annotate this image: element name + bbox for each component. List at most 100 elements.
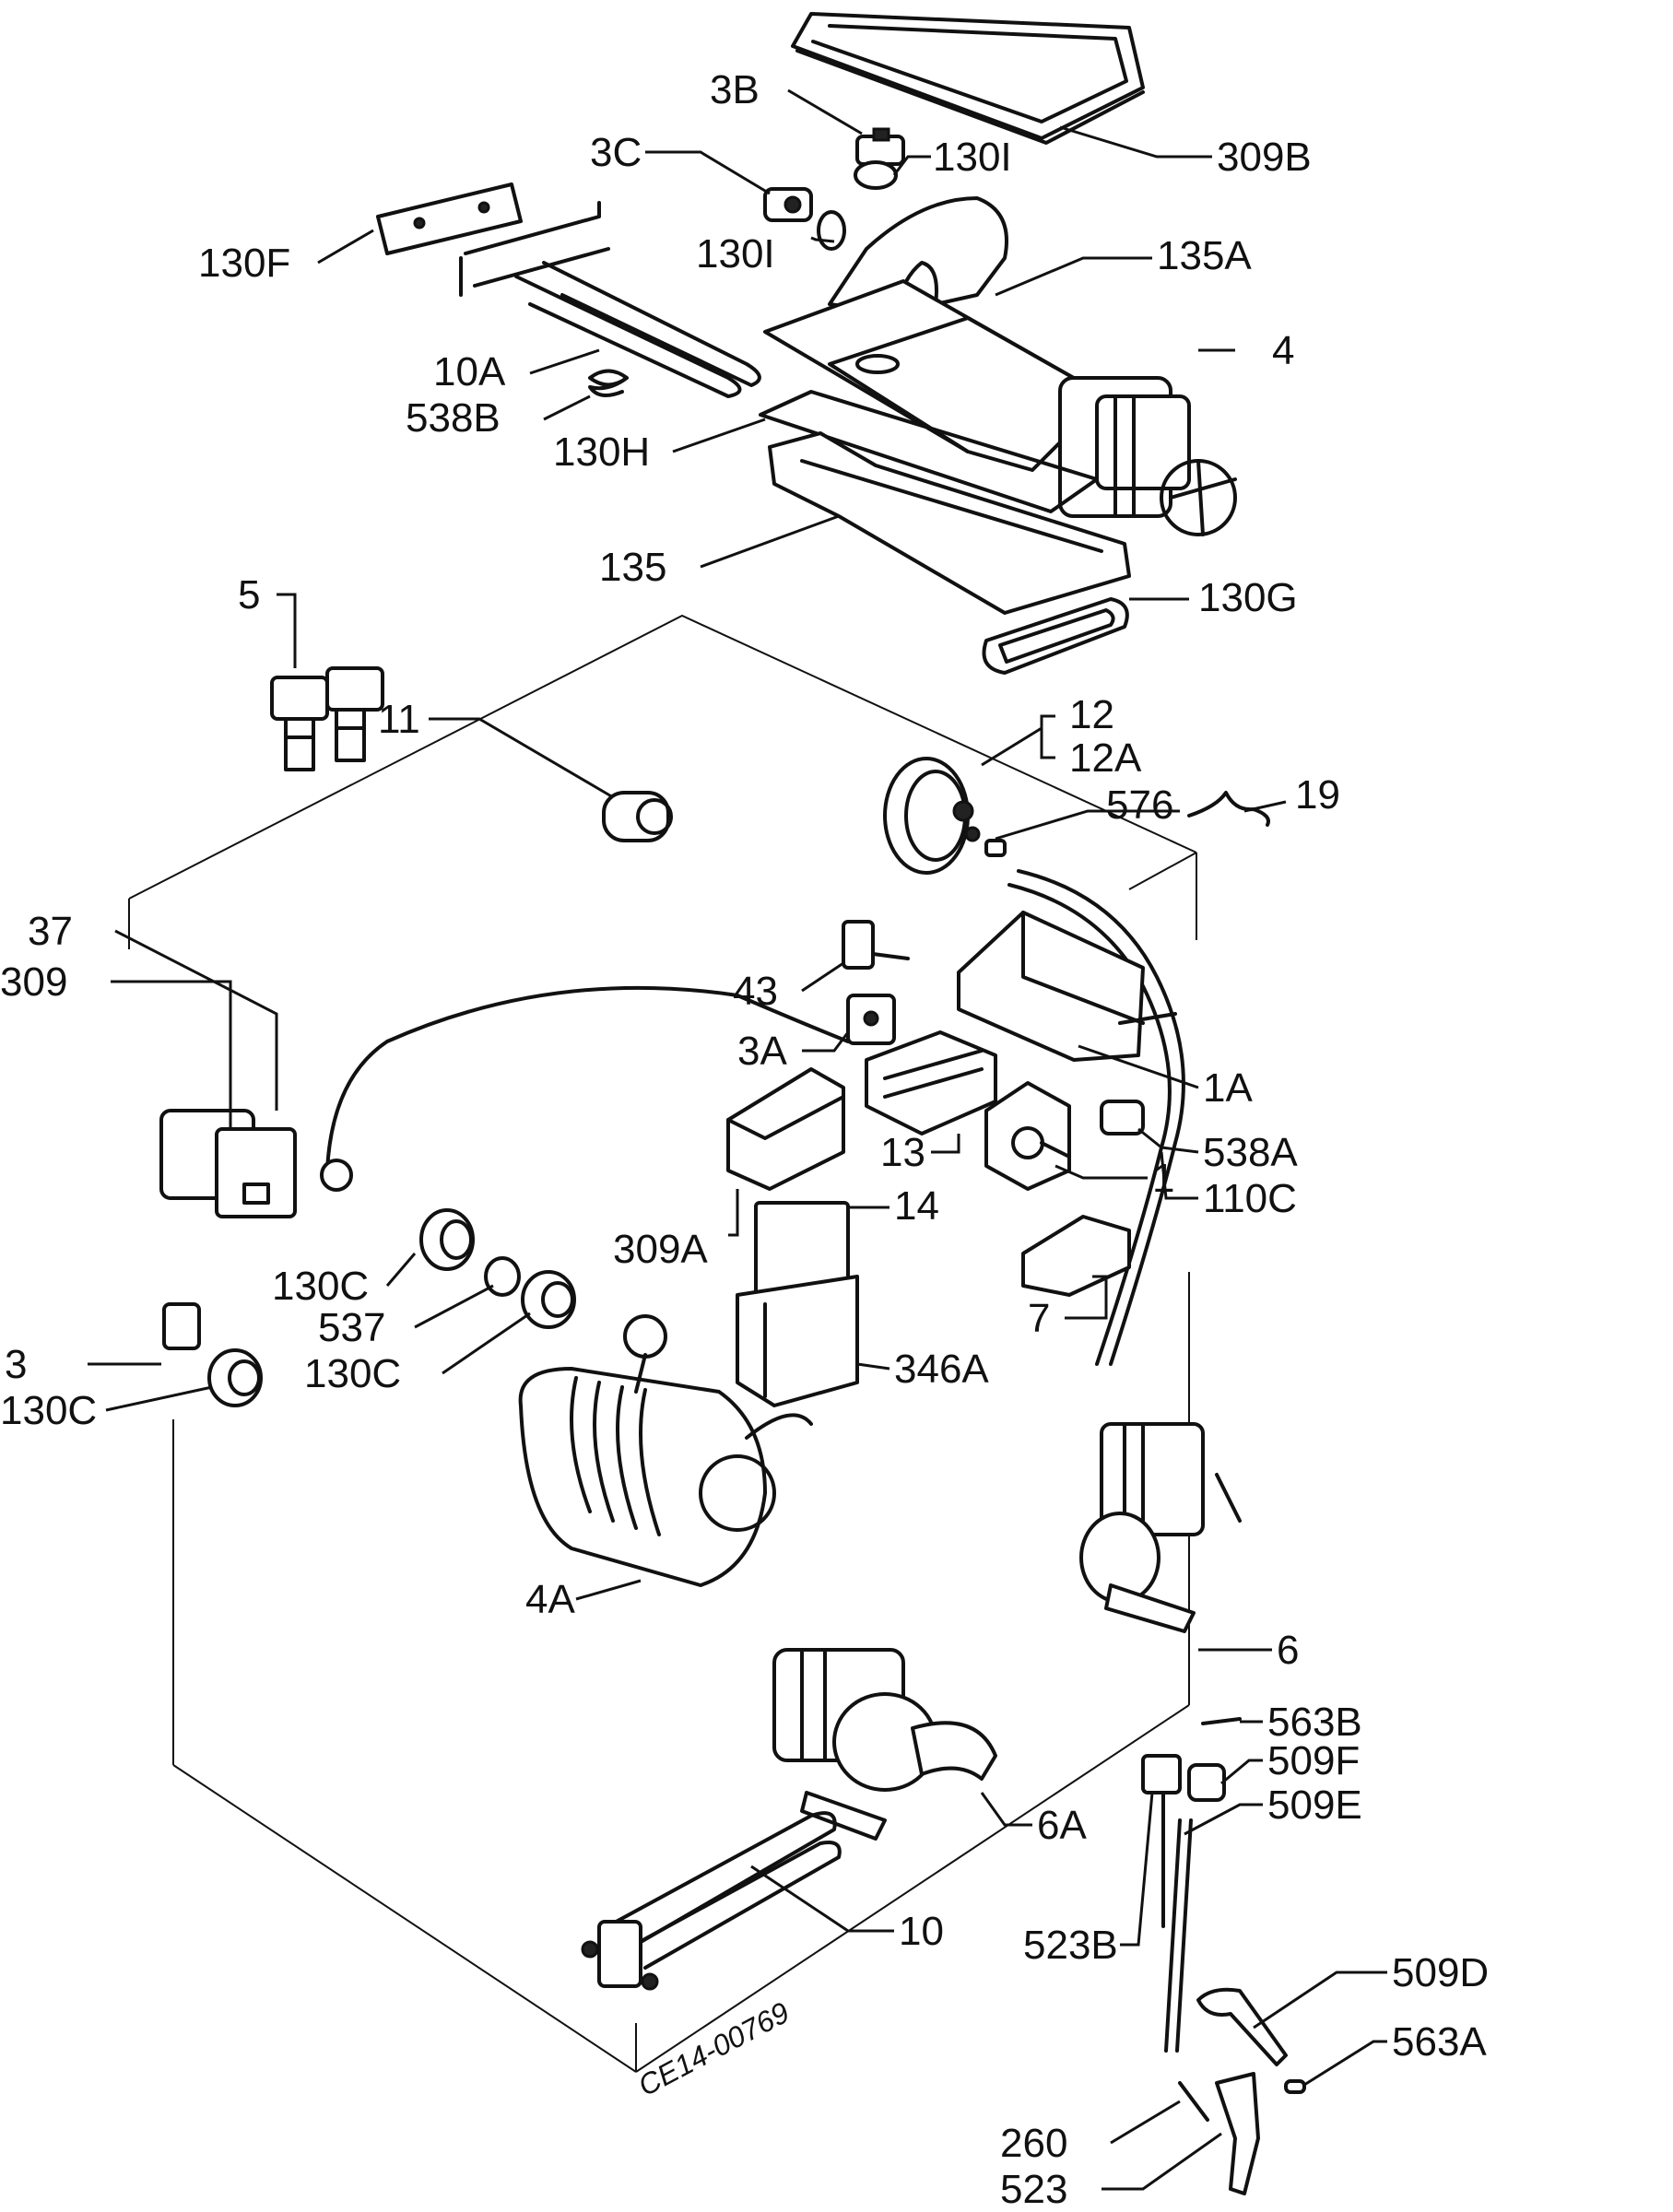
part-309a-housing xyxy=(726,1067,845,1191)
label-309b: 309B xyxy=(1217,135,1312,180)
label-130g: 130G xyxy=(1198,575,1298,620)
part-130g-gasket xyxy=(982,597,1129,675)
part-130c-grommet-a xyxy=(419,1208,475,1271)
label-37: 37 xyxy=(28,909,73,954)
part-12-selector-knob xyxy=(883,757,981,875)
part-130c-grommet-b xyxy=(521,1270,576,1329)
label-11: 11 xyxy=(378,697,420,742)
part-10a-heater-element xyxy=(459,201,761,398)
part-135a-air-duct xyxy=(763,196,1108,472)
label-309: 309 xyxy=(0,959,67,1005)
label-43: 43 xyxy=(733,969,778,1014)
part-43-switch xyxy=(842,920,910,970)
label-523b: 523B xyxy=(1023,1923,1118,1968)
part-135-duct-base xyxy=(768,431,1131,615)
label-10a: 10A xyxy=(433,349,506,394)
label-1a: 1A xyxy=(1203,1065,1253,1111)
label-12: 12 xyxy=(1069,692,1114,737)
part-260-spring xyxy=(1178,2081,1209,2122)
part-538b-clip xyxy=(588,369,629,397)
label-135a: 135A xyxy=(1157,233,1252,278)
part-563a-pin xyxy=(1284,2079,1306,2094)
label-563a: 563A xyxy=(1392,2019,1487,2065)
part-3b-thermostat xyxy=(855,127,905,166)
label-509e: 509E xyxy=(1267,1783,1362,1828)
label-576: 576 xyxy=(1106,782,1173,828)
part-4a-motor xyxy=(518,1314,813,1587)
label-523: 523 xyxy=(1000,2167,1067,2212)
part-523-lever xyxy=(1215,2072,1260,2195)
part-1a-timer xyxy=(957,911,1177,1062)
part-3a-thermostat xyxy=(846,994,896,1045)
part-4-fan-motor xyxy=(1058,376,1237,536)
label-130i-a: 130I xyxy=(933,135,1012,180)
label-110c: 110C xyxy=(1203,1176,1297,1221)
part-13-switch-block xyxy=(865,1030,997,1135)
label-130c-a: 130C xyxy=(272,1264,369,1309)
part-110c-hose xyxy=(1007,869,1185,1366)
part-509e-rod xyxy=(1164,1818,1193,2053)
part-130f-insulation-pad xyxy=(376,182,523,255)
part-346a-container xyxy=(736,1275,859,1407)
cabinet-outline xyxy=(128,614,1197,2073)
label-3c: 3C xyxy=(590,130,642,175)
part-576-spring xyxy=(984,839,1007,857)
label-130h: 130H xyxy=(553,429,650,475)
part-130i-seal-upper xyxy=(854,160,898,190)
part-509d-lever xyxy=(1196,1987,1288,2066)
part-523b-lever xyxy=(1141,1754,1182,1928)
part-130c-grommet-c xyxy=(207,1348,263,1407)
label-4a: 4A xyxy=(525,1577,575,1622)
part-6a-pump xyxy=(772,1648,997,1841)
part-labels: 309B 3B 3C 130I 130I 130F 135A 4 10A 538… xyxy=(0,67,1489,2212)
label-509d: 509D xyxy=(1392,1950,1489,1995)
part-19-hook xyxy=(1187,791,1270,827)
label-7: 7 xyxy=(1028,1296,1050,1341)
part-309-door-interlock xyxy=(159,1109,297,1218)
part-10-heater-element xyxy=(581,1811,842,1991)
label-346a: 346A xyxy=(894,1347,989,1392)
part-3-thermostat xyxy=(162,1302,201,1350)
part-309b-top-cover xyxy=(791,12,1145,145)
part-130h-gasket xyxy=(759,390,1099,513)
part-563b-spring xyxy=(1201,1717,1242,1725)
part-130i-seal-lower xyxy=(817,210,846,251)
part-537-disc xyxy=(484,1256,521,1297)
label-6: 6 xyxy=(1277,1628,1299,1673)
label-537: 537 xyxy=(318,1305,385,1350)
label-130c-c: 130C xyxy=(0,1388,97,1433)
part-509f-catch xyxy=(1187,1763,1226,1802)
capillary-tube xyxy=(320,985,850,1192)
label-509f: 509F xyxy=(1267,1738,1360,1783)
leader-lines xyxy=(88,88,1387,2191)
label-130i-b: 130I xyxy=(696,231,775,276)
label-3a: 3A xyxy=(737,1029,787,1074)
part-1-selector xyxy=(984,1081,1071,1191)
label-563b: 563B xyxy=(1267,1700,1362,1745)
label-19: 19 xyxy=(1295,772,1340,818)
label-6a: 6A xyxy=(1037,1803,1087,1848)
part-5-inlet-valves xyxy=(270,666,384,771)
label-1: 1 xyxy=(1152,1156,1174,1201)
label-135: 135 xyxy=(599,545,666,590)
label-10: 10 xyxy=(899,1909,944,1954)
label-14: 14 xyxy=(894,1183,939,1229)
label-538b: 538B xyxy=(406,395,501,441)
label-4: 4 xyxy=(1272,328,1294,373)
label-260: 260 xyxy=(1000,2121,1067,2166)
part-538a-clip xyxy=(1100,1100,1145,1135)
part-3c-thermostat xyxy=(763,187,813,222)
label-3: 3 xyxy=(5,1342,27,1387)
label-12a: 12A xyxy=(1069,735,1142,781)
label-13: 13 xyxy=(880,1130,925,1175)
label-130c-b: 130C xyxy=(304,1351,401,1396)
label-5: 5 xyxy=(238,572,260,618)
part-11-suppressor xyxy=(602,791,673,842)
part-6-drain-pump xyxy=(1079,1422,1242,1633)
part-7-capacitor xyxy=(1021,1215,1131,1297)
label-130f: 130F xyxy=(198,241,290,286)
label-3b: 3B xyxy=(710,67,760,112)
label-309a: 309A xyxy=(613,1227,708,1272)
drawing-code: CE14-00769 xyxy=(632,1995,795,2102)
